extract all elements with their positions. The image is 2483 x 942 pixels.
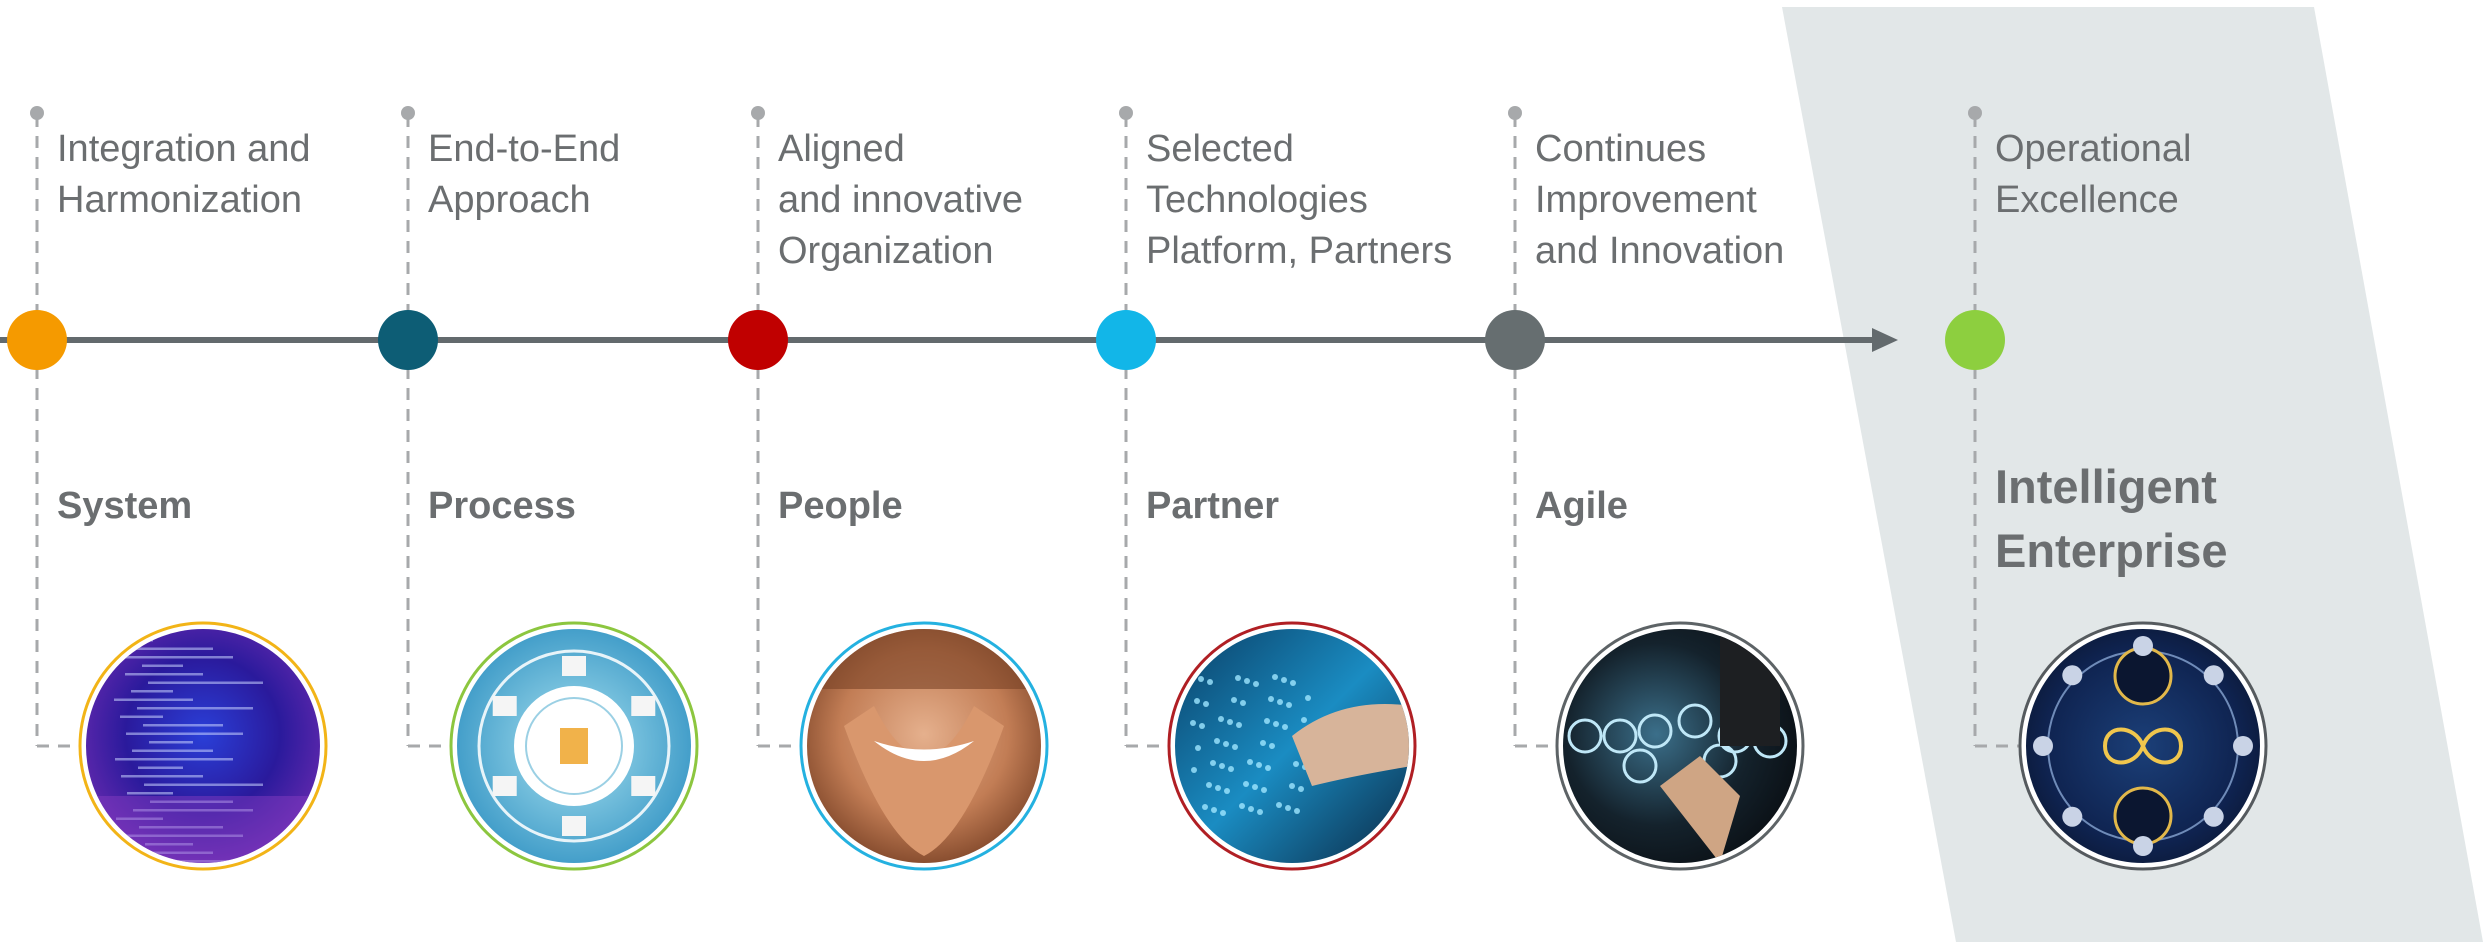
heart-hands-image — [807, 629, 1041, 863]
milestone-dot — [1096, 310, 1156, 370]
final-caption: Operational Excellence — [1995, 128, 2192, 221]
milestone-dots — [7, 310, 2005, 370]
connector-pin-dot — [401, 106, 415, 120]
milestone-photo — [1167, 621, 1417, 871]
timeline-axis — [0, 328, 1898, 352]
connector-pin-dot — [1508, 106, 1522, 120]
connector-pin-dot — [1119, 106, 1133, 120]
milestone-photo — [799, 621, 1049, 871]
milestone-images — [78, 621, 2268, 871]
step-caption: Aligned and innovative Organization — [778, 128, 1024, 272]
milestone-dot — [7, 310, 67, 370]
connector-pin-dot — [751, 106, 765, 120]
milestone-dot — [1485, 310, 1545, 370]
milestone-photo — [78, 621, 328, 871]
milestone-photo — [449, 621, 699, 871]
final-label: Intelligent Enterprise — [1995, 460, 2228, 577]
final-milestone-photo — [2018, 621, 2268, 871]
step-caption: End-to-End Approach — [428, 128, 621, 221]
process-wheel-image — [457, 629, 691, 863]
step-caption: Integration and Harmonization — [57, 128, 311, 221]
touch-network-image — [1563, 629, 1797, 863]
step-label: Partner — [1146, 485, 1280, 527]
step-label: People — [778, 485, 903, 527]
intelligent-enterprise-wheel-image — [2026, 629, 2260, 863]
connector-pin-dot — [30, 106, 44, 120]
step-label: Agile — [1535, 485, 1628, 527]
step-caption: Continues Improvement and Innovation — [1535, 128, 1785, 272]
milestone-dot — [728, 310, 788, 370]
digital-handshake-image — [1175, 629, 1409, 863]
step-label: System — [57, 485, 193, 527]
final-milestone-dot — [1945, 310, 2005, 370]
milestone-dot — [378, 310, 438, 370]
step-caption: Selected Technologies Platform, Partners — [1146, 128, 1453, 272]
connector-pin-dot — [1968, 106, 1982, 120]
dashed-connectors — [30, 106, 2023, 748]
highlight-band — [1782, 7, 2483, 942]
milestone-photo — [1555, 621, 1805, 871]
step-label: Process — [428, 485, 576, 527]
timeline-arrowhead — [1872, 328, 1898, 352]
